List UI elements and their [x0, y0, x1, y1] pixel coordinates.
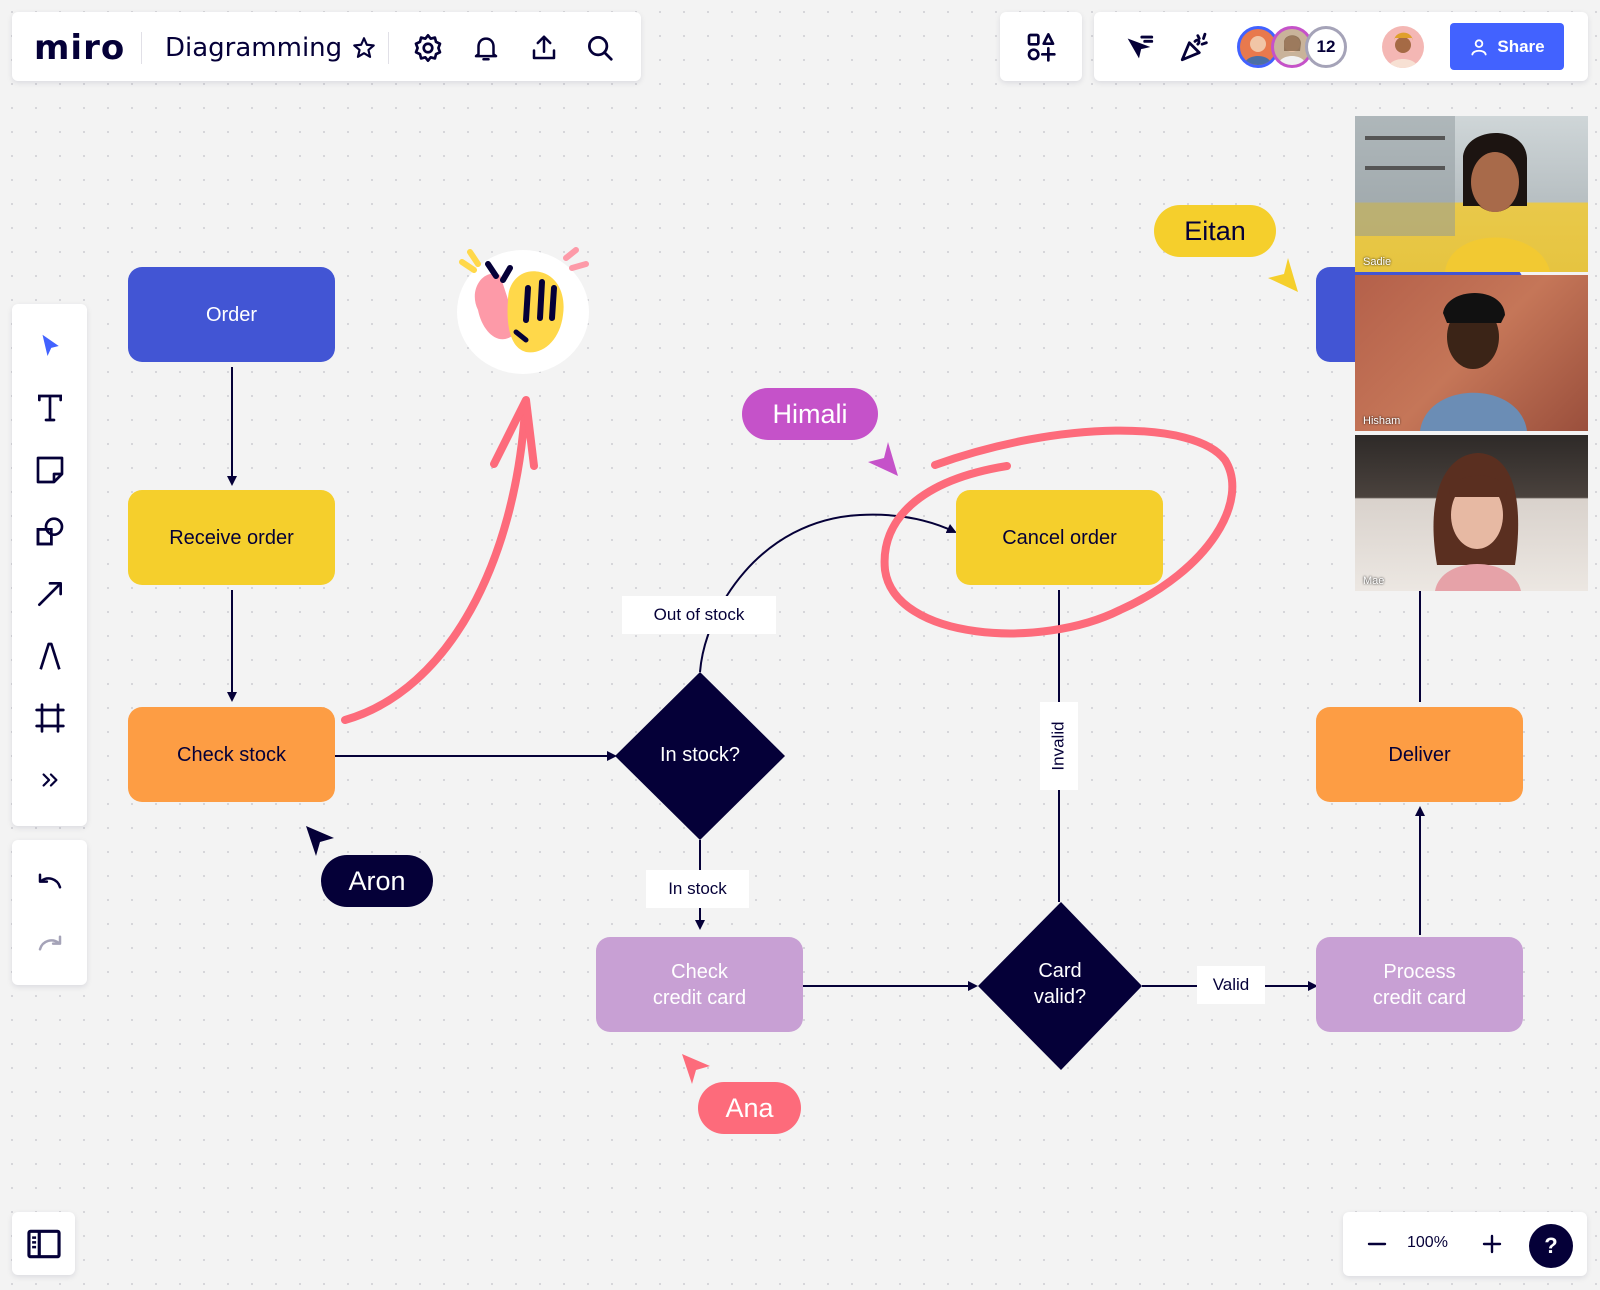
cursor-himali-icon: [868, 442, 898, 476]
video-tile-hisham[interactable]: Hisham: [1355, 275, 1588, 431]
sticky-note-icon[interactable]: [29, 449, 71, 491]
history-toolbar: [12, 840, 87, 985]
sidebar-icon: [24, 1224, 64, 1264]
help-button[interactable]: ?: [1529, 1224, 1573, 1268]
connector-icon[interactable]: [29, 573, 71, 615]
text-icon[interactable]: [29, 387, 71, 429]
board-sidebar-button[interactable]: [12, 1212, 75, 1275]
label-invalid-text: Invalid: [1049, 721, 1069, 771]
participant-avatar-icon: [1420, 293, 1527, 431]
zoom-out-icon[interactable]: [1363, 1230, 1391, 1258]
shape-check-stock[interactable]: Check stock: [128, 707, 335, 802]
drawn-arrow-head: [490, 396, 538, 470]
label-in-stock-question: In stock?: [659, 744, 741, 766]
drawn-circle: [880, 426, 1237, 638]
video-name-hisham: Hisham: [1363, 415, 1401, 427]
board-header: miro Diagramming: [12, 12, 641, 81]
avatar[interactable]: [1382, 26, 1424, 68]
video-name-mae: Mae: [1363, 575, 1385, 587]
apps-panel: [1000, 12, 1082, 81]
label-out-of-stock: Out of stock: [622, 596, 776, 634]
undo-icon[interactable]: [29, 860, 71, 902]
divider: [141, 32, 142, 64]
share-label: Share: [1497, 36, 1545, 56]
cursor-tag-eitan: Eitan: [1154, 205, 1276, 257]
redo-icon[interactable]: [29, 922, 71, 964]
user-icon: [1469, 37, 1489, 57]
collaboration-bar: 12 Share: [1094, 12, 1588, 81]
collaborator-count[interactable]: 12: [1305, 26, 1347, 68]
export-icon[interactable]: [526, 30, 562, 66]
creation-toolbar: [12, 304, 87, 826]
cursor-eitan-icon: [1268, 258, 1298, 292]
shape-check-credit-card[interactable]: Check credit card: [596, 937, 803, 1032]
cursor-ana-icon: [682, 1054, 710, 1084]
miro-logo[interactable]: miro: [34, 28, 126, 68]
share-button[interactable]: Share: [1450, 23, 1564, 70]
cursor-tag-aron: Aron: [321, 855, 433, 907]
drawn-arrow: [341, 406, 529, 724]
cursor-tag-ana: Ana: [698, 1082, 801, 1134]
star-icon[interactable]: [346, 30, 382, 66]
select-icon[interactable]: [29, 325, 71, 367]
shape-deliver[interactable]: Deliver: [1316, 707, 1523, 802]
cursor-tag-himali: Himali: [742, 388, 878, 440]
apps-icon[interactable]: [1024, 30, 1058, 64]
shape-process-credit-card[interactable]: Process credit card: [1316, 937, 1523, 1032]
card-valid-diamond: [978, 902, 1142, 1070]
label-invalid: Invalid: [1040, 702, 1078, 790]
shapes-icon[interactable]: [29, 511, 71, 553]
shape-order[interactable]: Order: [128, 267, 335, 362]
cursor-follow-icon[interactable]: [1122, 30, 1156, 64]
settings-icon[interactable]: [410, 30, 446, 66]
frame-icon[interactable]: [29, 697, 71, 739]
search-icon[interactable]: [582, 30, 618, 66]
video-tile-mae[interactable]: Mae: [1355, 435, 1588, 591]
zoom-level[interactable]: 100%: [1407, 1234, 1448, 1251]
in-stock-diamond: [615, 672, 785, 840]
celebrate-icon[interactable]: [1178, 30, 1212, 64]
label-valid: Valid: [1197, 966, 1265, 1004]
video-tile-sadie[interactable]: Sadie: [1355, 116, 1588, 272]
shape-receive-order[interactable]: Receive order: [128, 490, 335, 585]
label-card-valid: Card valid?: [1033, 960, 1087, 1008]
divider: [388, 32, 389, 64]
clap-sticker-icon[interactable]: [448, 240, 598, 380]
more-tools-icon[interactable]: [29, 759, 71, 801]
bell-icon[interactable]: [468, 30, 504, 66]
shape-cancel-order[interactable]: Cancel order: [956, 490, 1163, 585]
zoom-in-icon[interactable]: [1478, 1230, 1506, 1258]
cursor-aron-icon: [306, 826, 334, 856]
board-title[interactable]: Diagramming: [165, 33, 343, 63]
collaborator-count-text: 12: [1316, 37, 1336, 56]
label-in-stock: In stock: [646, 870, 749, 908]
pen-icon[interactable]: [29, 635, 71, 677]
participant-avatar-icon: [1355, 116, 1550, 272]
video-name-sadie: Sadie: [1363, 256, 1392, 268]
connector-outofstock-cancel: [699, 513, 957, 673]
participant-avatar-icon: [1433, 453, 1521, 591]
